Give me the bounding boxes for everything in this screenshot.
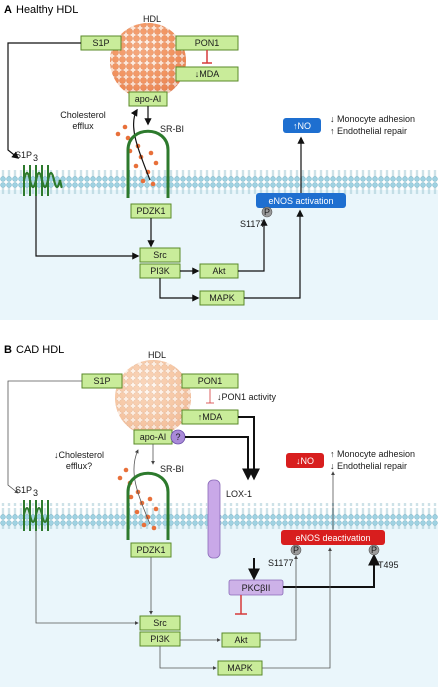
panel-b-srbi-label: SR-BI xyxy=(160,464,184,474)
panel-a-apo-label: apo-AI xyxy=(135,94,162,104)
panel-b-pkc-t495-arrow xyxy=(283,553,380,588)
panel-a-enos-box xyxy=(256,193,346,208)
panel-a-s1p-arrow xyxy=(7,42,81,159)
panel-b-s1p-arrow xyxy=(7,380,82,494)
panel-a-mda-label: ↓MDA xyxy=(195,69,220,79)
panel-a-src-label: Src xyxy=(153,250,167,260)
panel-b-chol-line2: efflux? xyxy=(66,461,92,471)
panel-a-mapk-enos-arrow xyxy=(244,209,304,299)
panel-a-mda-box xyxy=(175,66,239,82)
panel-b-s1p3-src-arrow xyxy=(35,531,139,625)
panel-a-pi3k-mapk-arrow xyxy=(159,278,200,302)
panel-a: A Healthy HDL HDL S1P PON1 ↓MDA apo-AI C… xyxy=(0,4,438,320)
panel-a-s1177-label: S1177 xyxy=(240,219,265,229)
panel-a-efflux-arrow xyxy=(130,108,151,181)
panel-a-s1p3-src-arrow xyxy=(35,196,140,260)
panel-b-title: CAD HDL xyxy=(16,344,64,356)
panel-b-akt-enos-arrow xyxy=(260,555,298,641)
panel-a-hdl-label: HDL xyxy=(143,14,161,24)
panel-a-akt-enos-arrow xyxy=(238,218,268,272)
panel-a-phospho xyxy=(261,206,273,218)
panel-b-mapk-label: MAPK xyxy=(227,663,253,673)
panel-b: B CAD HDL HDL S1P PON1 ↓PON1 activity ↑M… xyxy=(0,344,438,687)
panel-b-enos-label: eNOS deactivation xyxy=(295,533,370,543)
panel-b-pon1-box xyxy=(181,373,239,389)
panel-b-enos-box xyxy=(281,530,385,545)
panel-b-t495-label: T495 xyxy=(378,560,399,570)
panel-b-no-box xyxy=(286,453,324,468)
panel-b-mda-label: ↑MDA xyxy=(198,412,223,422)
panel-a-s1p3-helices xyxy=(23,165,49,196)
panel-b-s1p3-sub: 3 xyxy=(33,488,38,498)
panel-b-cholesterol-dots xyxy=(117,467,159,531)
panel-b-s1p3-label: S1P xyxy=(15,485,32,495)
panel-a-s1p-label: S1P xyxy=(92,38,109,48)
panel-a-cholesterol-dots xyxy=(115,124,159,187)
panel-a-s1p3-sub: 3 xyxy=(33,153,38,163)
panel-b-pdzk1-label: PDZK1 xyxy=(136,545,165,555)
panel-b-apo-lox-arrow xyxy=(185,436,254,481)
panel-a-enos-label: eNOS activation xyxy=(268,196,333,206)
panel-b-letter: B xyxy=(4,344,12,356)
panel-b-lox1-label: LOX-1 xyxy=(226,489,252,499)
panel-a-title: Healthy HDL xyxy=(16,4,78,16)
panel-b-akt-label: Akt xyxy=(234,635,248,645)
panel-b-phospho-s1177-label: P xyxy=(293,545,299,555)
panel-a-src-box xyxy=(139,247,181,263)
panel-b-no-label: ↓NO xyxy=(296,456,314,466)
panel-b-pon1-label: PON1 xyxy=(198,376,223,386)
panel-a-srbi-label: SR-BI xyxy=(160,124,184,134)
panel-a-pon1-label: PON1 xyxy=(195,38,220,48)
panel-a-chol-line1: Cholesterol xyxy=(60,110,106,120)
panel-a-chol-line2: efflux xyxy=(72,121,94,131)
panel-b-outcome-2: ↓ Endothelial repair xyxy=(330,461,407,471)
panel-a-s1p3-label: S1P xyxy=(15,150,32,160)
panel-b-chol-line1: ↓Cholesterol xyxy=(54,450,104,460)
panel-b-pi3k-label: PI3K xyxy=(150,634,170,644)
panel-a-mapk-label: MAPK xyxy=(209,293,235,303)
panel-a-letter: A xyxy=(4,4,12,16)
panel-b-mapk-enos-arrow xyxy=(262,547,332,669)
panel-b-pi3k-mapk-arrow xyxy=(159,646,217,670)
panel-b-hdl-shading xyxy=(115,360,191,436)
panel-a-hdl-shading xyxy=(110,23,186,99)
panel-a-outcome-2: ↑ Endothelial repair xyxy=(330,126,407,136)
panel-a-pdzk1-label: PDZK1 xyxy=(136,206,165,216)
panel-a-no-label: ↑NO xyxy=(293,121,311,131)
panel-b-phospho-t495-label: P xyxy=(371,545,377,555)
panel-a-pi3k-label: PI3K xyxy=(150,266,170,276)
panel-a-membrane xyxy=(0,168,438,194)
panel-b-s1p3-receptor xyxy=(23,507,49,523)
panel-a-srbi-receptor xyxy=(126,129,170,198)
panel-b-phospho-t495 xyxy=(368,544,380,556)
panel-b-src-box xyxy=(139,615,181,631)
panel-b-hdl-label: HDL xyxy=(148,350,166,360)
panel-b-efflux-arrow xyxy=(133,449,151,525)
panel-b-question-label: ? xyxy=(175,432,180,442)
panel-b-srbi-receptor xyxy=(126,471,170,540)
panel-b-pon1-activity: ↓PON1 activity xyxy=(217,392,277,402)
panel-b-outcome-1: ↑ Monocyte adhesion xyxy=(330,449,415,459)
panel-a-akt-label: Akt xyxy=(212,266,226,276)
panel-b-mda-lox-arrow xyxy=(238,416,260,481)
panel-a-outcome-1: ↓ Monocyte adhesion xyxy=(330,114,415,124)
panel-b-lox1-receptor xyxy=(207,479,221,559)
panel-a-no-box xyxy=(283,118,321,133)
panel-a-phospho-label: P xyxy=(264,207,270,217)
panel-b-pkc-label: PKCβII xyxy=(242,583,271,593)
panel-b-s1177-label: S1177 xyxy=(268,558,293,568)
panel-b-apo-label: apo-AI xyxy=(140,432,167,442)
panel-b-src-label: Src xyxy=(153,618,167,628)
panel-b-phospho-s1177 xyxy=(290,544,302,556)
panel-b-s1p-label: S1P xyxy=(93,376,110,386)
